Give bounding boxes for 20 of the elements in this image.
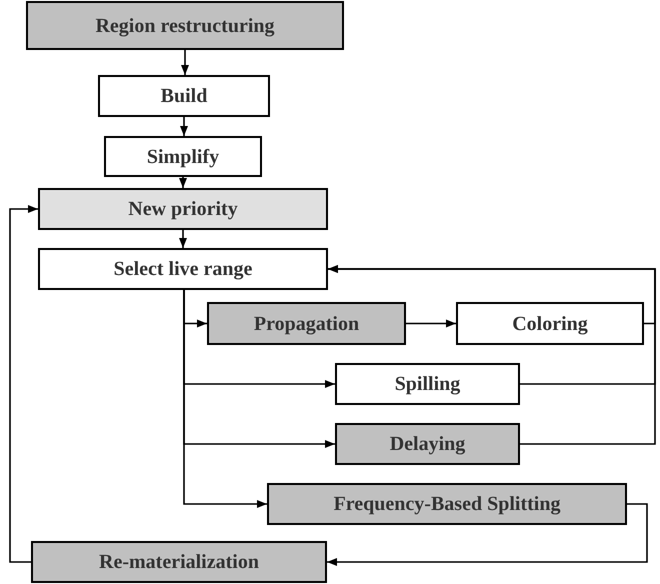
arrow (327, 503, 648, 566)
arrow (183, 290, 267, 508)
arrow (179, 177, 187, 188)
process-box: Re-materialization (31, 541, 327, 583)
process-box: Build (98, 75, 270, 117)
process-box: Simplify (104, 136, 262, 177)
process-box: Region restructuring (26, 1, 344, 50)
process-box: Propagation (207, 302, 406, 345)
process-box: Spilling (335, 363, 520, 405)
process-box: Delaying (335, 423, 520, 465)
process-box: New priority (38, 188, 328, 230)
arrow (179, 230, 187, 248)
process-box: Coloring (456, 302, 644, 345)
arrow (180, 117, 188, 136)
process-box: Select live range (38, 248, 328, 290)
arrow (328, 265, 656, 445)
arrow (9, 205, 38, 563)
arrow (406, 320, 456, 328)
process-box: Frequency-Based Splitting (267, 483, 627, 525)
arrow (181, 50, 189, 75)
